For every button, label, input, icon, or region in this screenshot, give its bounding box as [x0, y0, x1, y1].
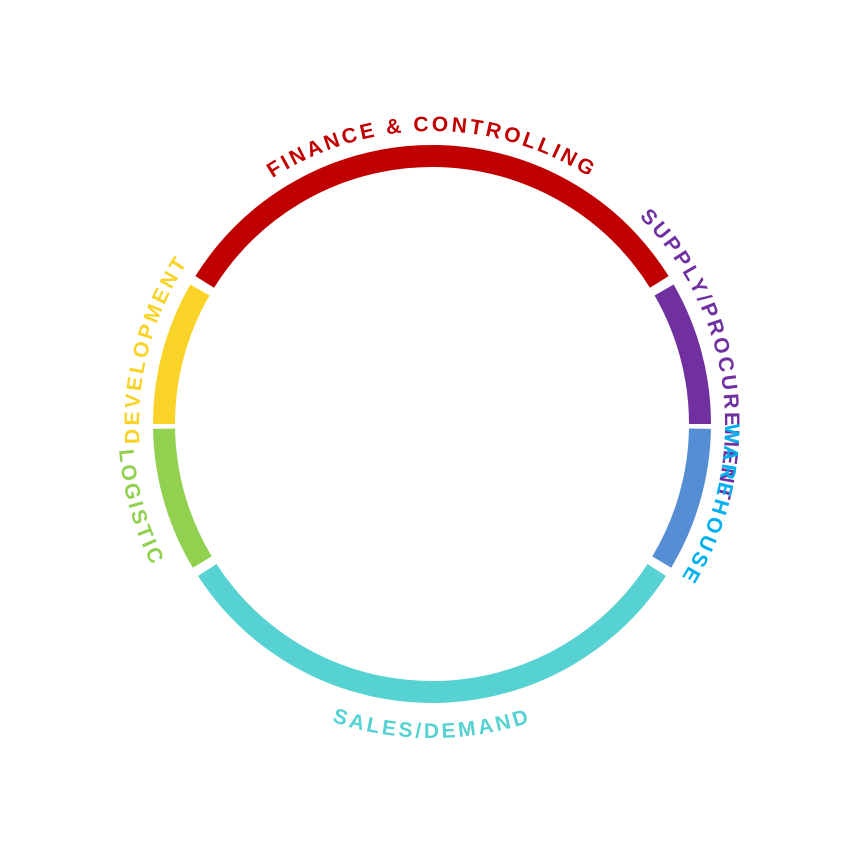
segment-supply	[654, 284, 711, 425]
segment-development	[153, 284, 210, 425]
segment-warehouse	[652, 428, 711, 568]
segment-finance	[195, 144, 669, 288]
segment-logistic	[153, 428, 212, 568]
segment-sales	[198, 563, 666, 703]
label-sales: SALES/DEMAND	[330, 704, 533, 743]
label-text-sales: SALES/DEMAND	[330, 704, 530, 743]
